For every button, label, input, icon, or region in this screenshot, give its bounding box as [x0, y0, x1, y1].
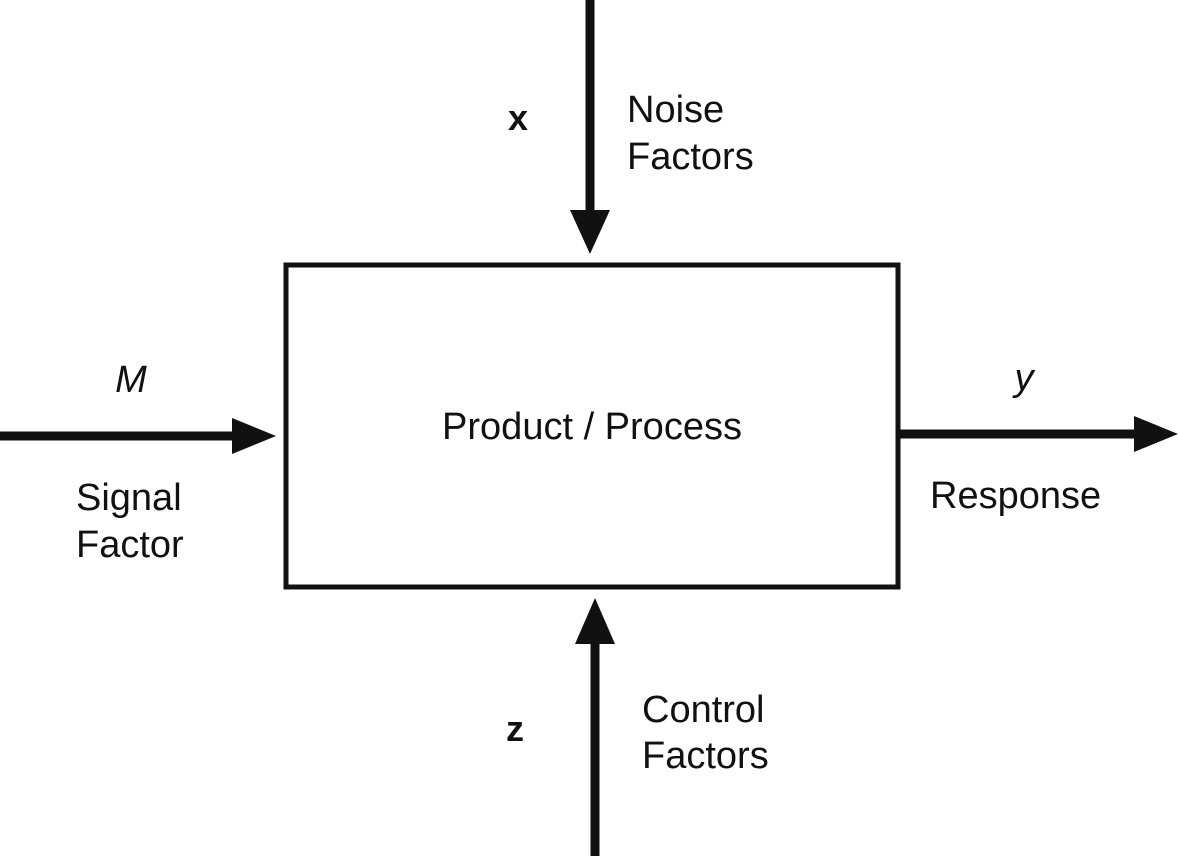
signal-symbol: M [115, 359, 147, 401]
control-label-line1: Control [642, 689, 765, 731]
response-label: Response [930, 475, 1101, 517]
control-symbol: z [506, 708, 524, 749]
process-box [283, 262, 901, 590]
process-label: Product / Process [442, 406, 742, 448]
control-arrow [575, 598, 615, 856]
noise-symbol: x [508, 97, 528, 138]
response-arrow [900, 416, 1178, 452]
noise-arrow [570, 0, 610, 254]
noise-label-line2: Factors [627, 136, 754, 178]
control-label-line2: Factors [642, 735, 769, 777]
signal-arrow [0, 418, 276, 454]
signal-label-line1: Signal [76, 477, 182, 519]
noise-label-line1: Noise [627, 89, 724, 131]
signal-label-line2: Factor [76, 524, 184, 566]
response-symbol: y [1012, 357, 1036, 399]
